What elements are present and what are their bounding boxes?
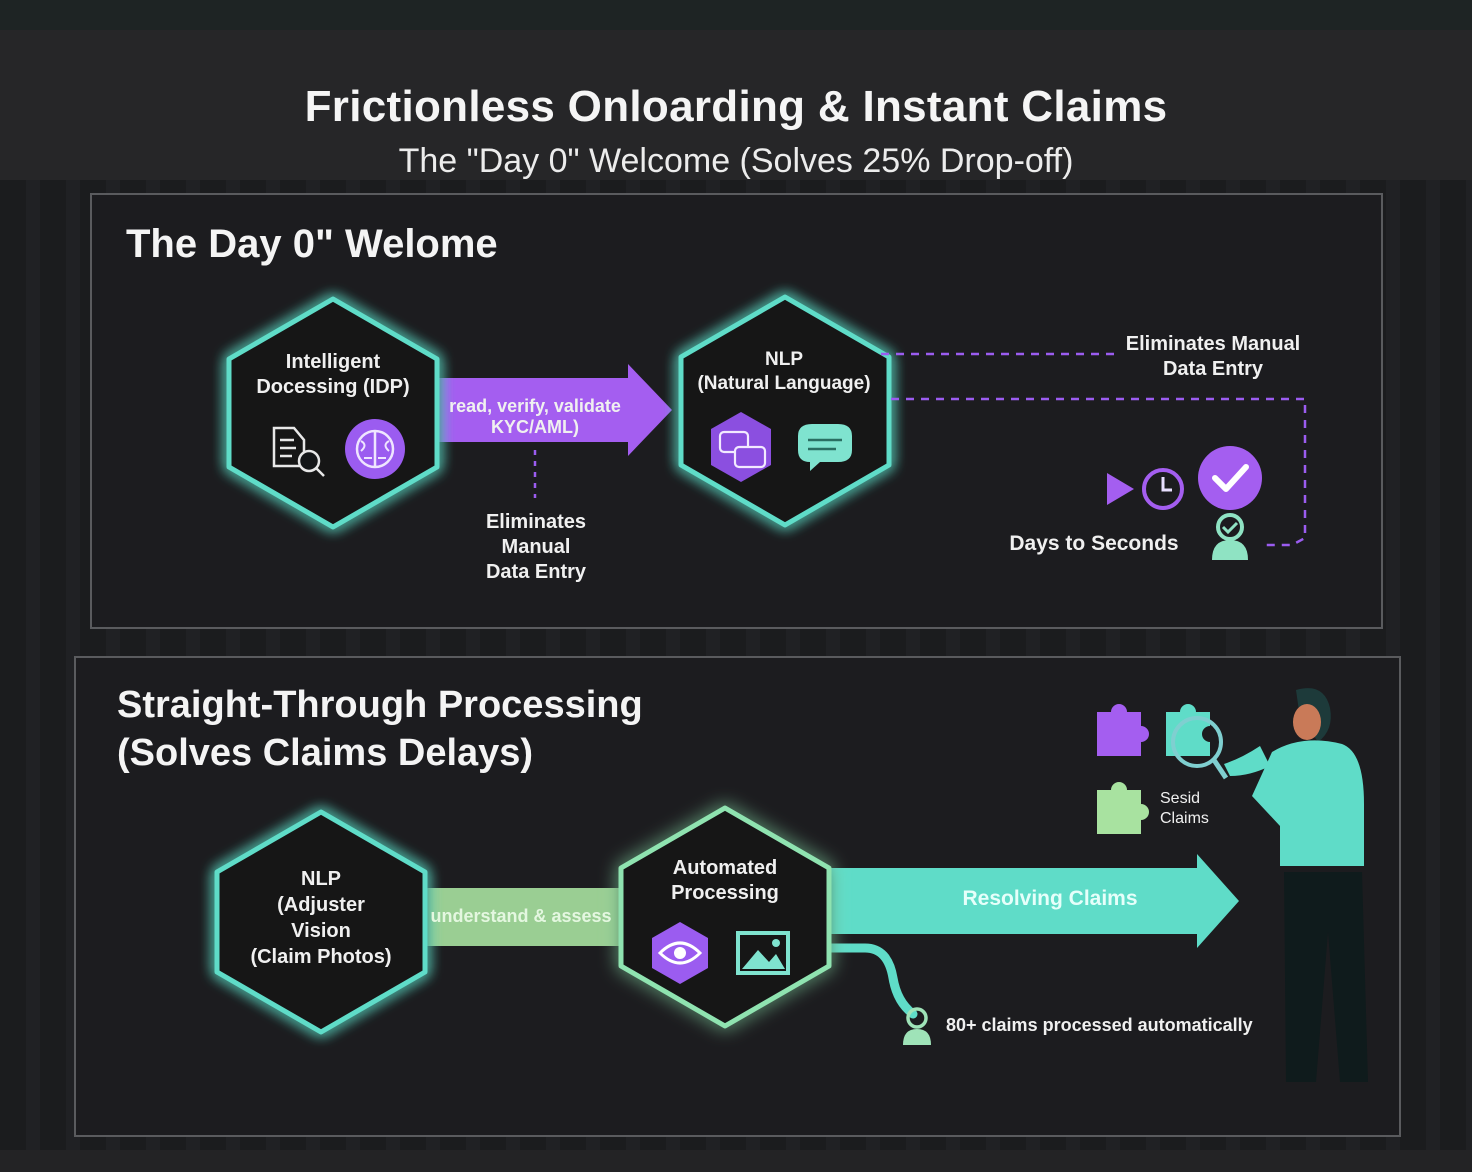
- message-icon: [798, 424, 852, 471]
- page-subtitle: The "Day 0" Welcome (Solves 25% Drop-off…: [398, 142, 1074, 180]
- arrow-line2: KYC/AML): [491, 416, 579, 437]
- hex4-line1: Automated: [672, 857, 778, 879]
- curved-connector: [821, 943, 918, 1019]
- arrow-label: read, verify, validate KYC/AML): [440, 396, 630, 437]
- hex1-line2: Docessing (IDP): [256, 376, 410, 398]
- hex2-line2: (Natural Language): [697, 372, 871, 394]
- connector-label: understand & assess: [430, 906, 612, 926]
- header: Frictionless Onloarding & Instant Claims…: [0, 30, 1472, 180]
- resolving-claims-label: Resolving Claims: [962, 887, 1138, 910]
- note-right-line2: Data Entry: [1162, 358, 1264, 380]
- dashed-line-right: [891, 397, 1307, 547]
- note-bottom-line3: Data Entry: [485, 561, 587, 583]
- understand-connector: [422, 888, 628, 946]
- arrow-line1: read, verify, validate: [449, 396, 621, 416]
- person-figure: [1224, 688, 1368, 1082]
- hex3-line3: Vision: [291, 920, 351, 942]
- hex3-line1: NLP: [301, 868, 341, 890]
- top-bar: [0, 0, 1472, 30]
- puzzle-label: Sesid Claims: [1160, 789, 1230, 829]
- hex-nlp: [678, 294, 892, 528]
- note-bottom-line2: Manual: [501, 536, 571, 558]
- note-bottom: Eliminates Manual Data Entry: [456, 510, 616, 585]
- note-right: Eliminates Manual Data Entry: [1108, 332, 1318, 382]
- hex1-line1: Intelligent: [285, 351, 381, 373]
- puzzle-line2: Claims: [1160, 810, 1209, 827]
- hex3-label: NLP (Adjuster Vision (Claim Photos): [228, 866, 414, 970]
- eye-icon: [652, 922, 708, 984]
- hex-nlp-vision: [214, 809, 428, 1035]
- hex3-line4: (Claim Photos): [250, 946, 392, 968]
- hex2-line1: NLP: [765, 349, 803, 370]
- stat-label: 80+ claims processed automatically: [946, 1015, 1253, 1035]
- image-icon: [736, 931, 790, 975]
- hex4-line2: Processing: [671, 882, 779, 904]
- bottom-bar: [0, 1150, 1472, 1172]
- brain-icon: [345, 419, 405, 479]
- note-bottom-line1: Eliminates: [485, 511, 587, 533]
- section2-title-line1: Straight-Through Processing: [117, 684, 643, 726]
- hex3-line2: (Adjuster: [277, 894, 365, 916]
- hex-idp: [226, 296, 440, 530]
- clock-icon: [1142, 468, 1184, 510]
- hex-automated: [618, 805, 832, 1029]
- chat-bubbles-icon: [711, 412, 771, 482]
- hex2-label: NLP (Natural Language): [684, 348, 884, 396]
- note-right-line1: Eliminates Manual: [1125, 333, 1301, 355]
- play-icon: [1107, 473, 1134, 505]
- puzzle-line1: Sesid: [1160, 790, 1201, 807]
- stat-person-icon: [903, 1007, 931, 1045]
- hex4-label: Automated Processing: [630, 856, 820, 906]
- section2-title: Straight-Through Processing (Solves Clai…: [117, 682, 643, 778]
- section1-title: The Day 0" Welome: [126, 222, 498, 266]
- check-icon: [1198, 446, 1262, 510]
- days-to-seconds-label: Days to Seconds: [1009, 532, 1179, 555]
- read-verify-arrow: [436, 364, 672, 456]
- document-search-icon: [272, 426, 325, 477]
- magnifier-icon: [1171, 716, 1229, 780]
- hex1-label: Intelligent Docessing (IDP): [230, 350, 436, 400]
- section2-title-line2: (Solves Claims Delays): [117, 731, 534, 774]
- person-icon: [1212, 513, 1248, 560]
- resolving-claims-arrow: [826, 854, 1239, 948]
- page-title: Frictionless Onloarding & Instant Claims: [304, 82, 1168, 131]
